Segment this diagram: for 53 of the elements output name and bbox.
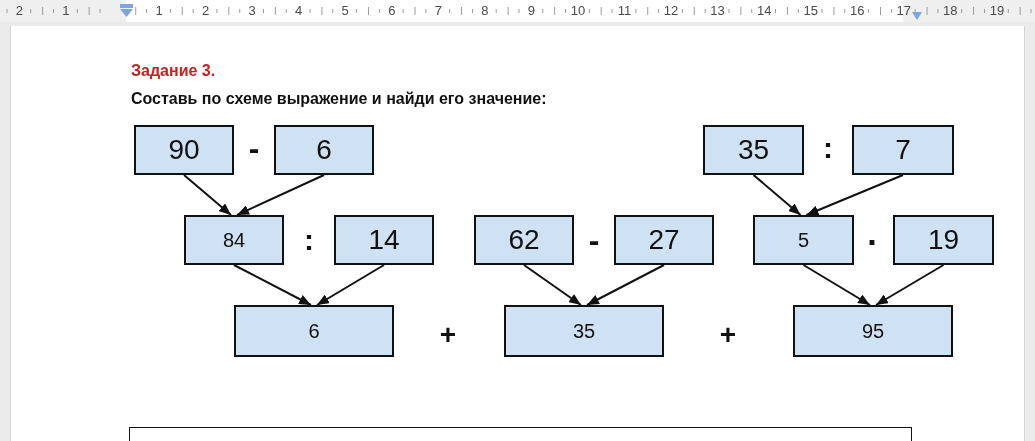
number-box: 90 [134,125,234,175]
number-box: 6 [274,125,374,175]
number-box: 14 [334,215,434,265]
ruler-number: 2 [201,4,210,18]
ruler-number: 19 [989,4,1005,18]
ruler-number: 12 [663,4,679,18]
task-instruction: Составь по схеме выражение и найди его значение: [131,90,547,108]
ruler-number: 1 [62,4,70,18]
ruler-number: 8 [481,4,489,18]
arrow [802,264,871,306]
number-box: 84 [184,215,284,265]
ruler-number: 6 [388,4,396,18]
number-box: 19 [893,215,994,265]
arrow [586,264,665,306]
multiplication-sign: · [867,225,879,259]
ruler-number: 13 [710,4,725,18]
ruler-number: 5 [341,4,349,18]
number-box: 27 [614,215,714,265]
arrow [236,174,325,216]
ruler-number: 17 [896,4,912,18]
ruler-number: 16 [850,4,865,18]
minus-sign: - [248,132,260,164]
arrow [233,264,312,306]
number-box: 95 [793,305,953,357]
division-sign: : [823,133,833,163]
arrow [523,264,582,306]
ruler-number: 14 [756,4,772,18]
arrow [183,174,232,216]
ruler-number: 18 [943,4,958,18]
ruler-number: 1 [155,4,163,18]
ruler-number: 3 [248,4,256,18]
number-box: 7 [852,125,954,175]
ruler-number: 7 [434,4,442,18]
ruler-number: 10 [570,4,586,18]
plus-sign: + [719,321,737,349]
arrow [752,174,802,216]
number-box: 35 [703,125,804,175]
arrow [805,174,904,216]
ruler-number: 9 [527,4,535,18]
division-sign: : [304,225,314,255]
minus-sign: - [588,224,600,256]
arrow [875,264,945,306]
arrow [316,264,385,306]
task-title: Задание 3. [131,62,216,80]
ruler-number: 2 [15,4,23,18]
plus-sign: + [439,321,457,349]
ruler-number: 11 [617,4,632,18]
ruler-number: 4 [295,4,303,18]
number-box: 62 [474,215,574,265]
number-box: 5 [753,215,854,265]
number-box: 6 [234,305,394,357]
ruler-number: 15 [803,4,818,18]
number-box: 35 [504,305,664,357]
